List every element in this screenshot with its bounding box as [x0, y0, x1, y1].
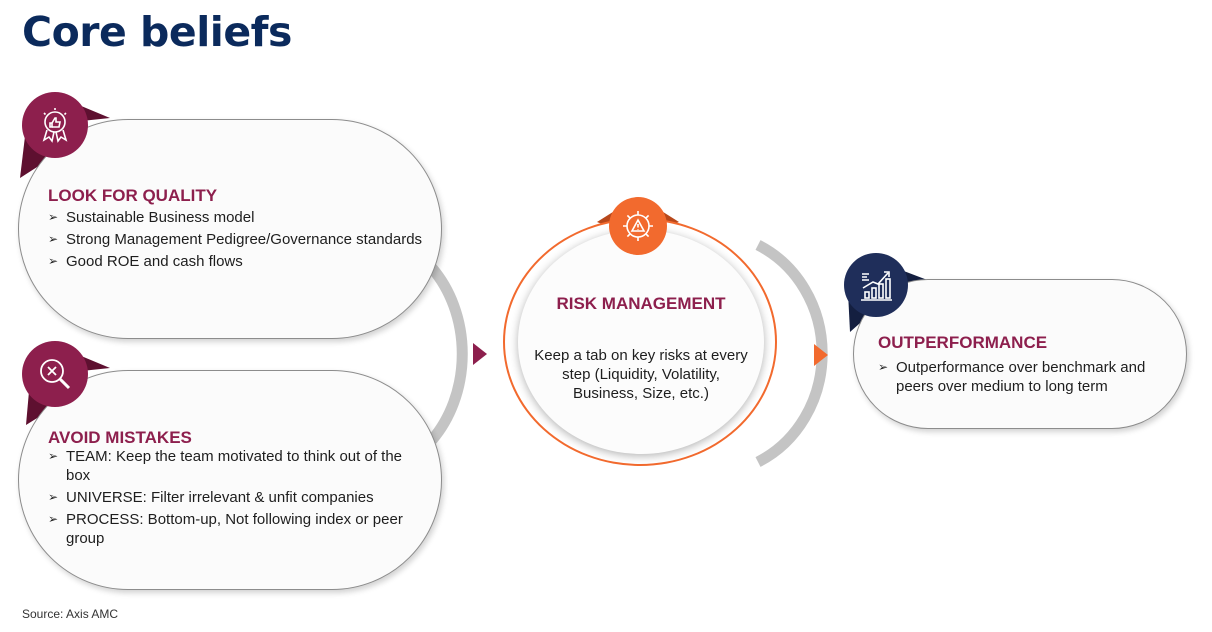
list-item: Sustainable Business model — [48, 208, 423, 227]
magnifier-x-icon — [22, 341, 88, 407]
arrow-to-outperformance-icon — [814, 344, 828, 366]
quality-list: Sustainable Business model Strong Manage… — [48, 208, 423, 274]
risk-inner-circle — [518, 230, 764, 454]
list-item: Strong Management Pedigree/Governance st… — [48, 230, 423, 249]
award-thumbs-up-icon — [22, 92, 88, 158]
risk-description: Keep a tab on key risks at every step (L… — [534, 347, 748, 402]
outperformance-card — [853, 279, 1187, 429]
quality-heading: LOOK FOR QUALITY — [48, 186, 218, 205]
source-note: Source: Axis AMC — [22, 607, 119, 621]
list-item: UNIVERSE: Filter irrelevant & unfit comp… — [48, 488, 423, 507]
risk-heading: RISK MANAGEMENT — [556, 294, 726, 313]
list-item: Outperformance over benchmark and peers … — [878, 358, 1153, 396]
list-item: PROCESS: Bottom-up, Not following index … — [48, 510, 423, 548]
left-connector-arc — [427, 264, 468, 444]
outperformance-list: Outperformance over benchmark and peers … — [878, 358, 1153, 399]
list-item: TEAM: Keep the team motivated to think o… — [48, 447, 423, 485]
page-title: Core beliefs — [22, 8, 292, 56]
list-item: Good ROE and cash flows — [48, 252, 423, 271]
outperformance-heading: OUTPERFORMANCE — [878, 333, 1048, 352]
quality-card — [18, 119, 442, 339]
gear-warning-icon — [609, 197, 667, 255]
growth-chart-icon — [844, 253, 908, 317]
arrow-to-risk-icon — [473, 343, 487, 365]
mistakes-list: TEAM: Keep the team motivated to think o… — [48, 447, 423, 551]
mistakes-heading: AVOID MISTAKES — [48, 428, 192, 447]
